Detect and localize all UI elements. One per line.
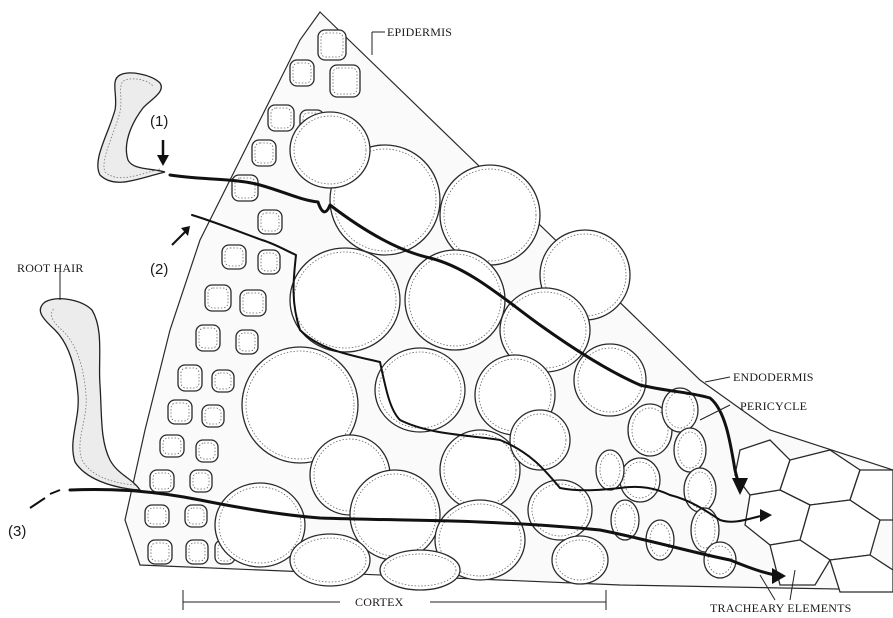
epidermis-cell-13 xyxy=(196,325,220,351)
pathway-2-start-arrow xyxy=(172,232,185,245)
pericycle-label: PERICYCLE xyxy=(740,399,807,413)
pathway-1-start-arrowhead xyxy=(157,155,169,166)
cortex-cell-16 xyxy=(510,410,570,470)
cortex-cell-23 xyxy=(620,458,660,502)
pathway-3-dashed-start xyxy=(30,490,60,508)
cortex-cell-19 xyxy=(552,536,608,584)
cortex-cell-3 xyxy=(290,112,370,188)
epidermis-label: EPIDERMIS xyxy=(387,25,452,39)
endodermis-label: ENDODERMIS xyxy=(733,370,814,384)
endodermis-cell-3 xyxy=(684,468,716,512)
epidermis-cell-6 xyxy=(252,140,276,166)
epidermis-cell-9 xyxy=(222,245,246,269)
epidermis-cell-12 xyxy=(240,290,266,316)
epidermis-cell-11 xyxy=(205,285,231,311)
epidermis-leader xyxy=(372,32,385,55)
endodermis-leader xyxy=(705,377,730,382)
pathway-1-label: (1) xyxy=(150,113,168,130)
epidermis-cell-17 xyxy=(168,400,192,424)
cortex-cell-15 xyxy=(440,430,520,510)
pathway-2-label: (2) xyxy=(150,261,168,278)
root-hair-label: ROOT HAIR xyxy=(17,261,84,275)
epidermis-cell-8 xyxy=(258,210,282,234)
cortex-label: CORTEX xyxy=(355,595,404,609)
cortex-cell-21 xyxy=(380,550,460,590)
tracheary-elements-label: TRACHEARY ELEMENTS xyxy=(710,601,852,615)
epidermis-cell-2 xyxy=(290,60,314,86)
pathway-3-label: (3) xyxy=(8,523,26,540)
epidermis-cell-7 xyxy=(232,175,258,201)
cortex-cell-6 xyxy=(405,250,505,350)
root-hair-lower xyxy=(40,299,140,490)
epidermis-cell-15 xyxy=(178,365,202,391)
epidermis-cell-4 xyxy=(268,105,294,131)
cortex-cell-9 xyxy=(375,348,465,432)
cortex-cell-20 xyxy=(290,534,370,586)
endodermis-cell-2 xyxy=(674,428,706,472)
epidermis-cell-25 xyxy=(148,540,172,564)
